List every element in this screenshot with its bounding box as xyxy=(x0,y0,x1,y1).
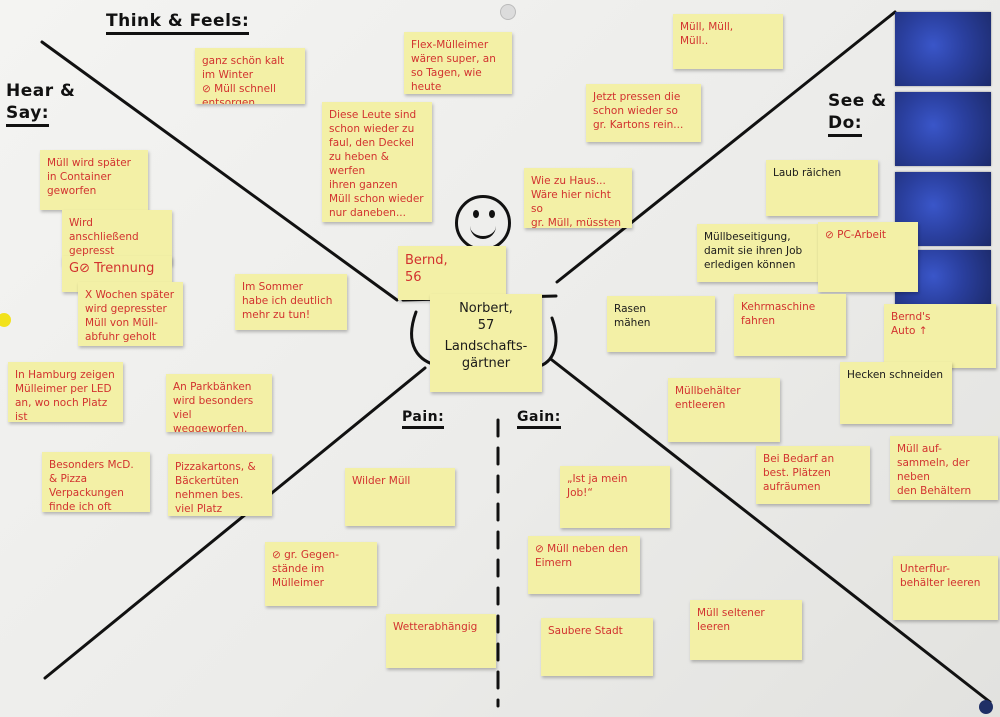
note-persona-norbert: Norbert, 57 Landschafts- gärtner xyxy=(430,294,542,392)
note-see-5: Kehrmaschine fahren xyxy=(734,294,846,356)
note-see-11: Unterflur- behälter leeren xyxy=(893,556,998,620)
note-hear-8: Besonders McD. & Pizza Verpackungen find… xyxy=(42,452,150,512)
note-hear-2: Wird anschließend gepresst xyxy=(62,210,172,265)
note-think-4: Jetzt pressen die schon wieder so gr. Ka… xyxy=(586,84,701,142)
note-gain-4: Müll seltener leeren xyxy=(690,600,802,660)
heading-gain: Gain: xyxy=(517,406,561,429)
note-see-9: Bei Bedarf an best. Plätzen aufräumen xyxy=(756,446,870,504)
note-think-5: Diese Leute sind schon wieder zu faul, d… xyxy=(322,102,432,222)
smiley-mouth xyxy=(470,220,496,239)
note-see-2: Müllbeseitigung, damit sie ihren Job erl… xyxy=(697,224,835,282)
smiley-right-eye xyxy=(489,210,495,218)
pin-bottom-right xyxy=(979,700,993,714)
smiley-face-icon xyxy=(455,195,511,251)
heading-pain: Pain: xyxy=(402,406,445,429)
heading-hear-say: Hear &Say: xyxy=(6,80,75,127)
note-hear-7: An Parkbänken wird besonders viel weggew… xyxy=(166,374,272,432)
photo-2 xyxy=(895,92,991,166)
note-hear-6: In Hamburg zeigen Mülleimer per LED an, … xyxy=(8,362,123,422)
note-see-6: Bernd's Auto ↑ xyxy=(884,304,996,368)
note-hear-5: Im Sommer habe ich deutlich mehr zu tun! xyxy=(235,274,347,330)
pin-left xyxy=(0,313,11,327)
note-think-6: Wie zu Haus... Wäre hier nicht so gr. Mü… xyxy=(524,168,632,228)
note-hear-1: Müll wird später in Container geworfen xyxy=(40,150,148,210)
note-gain-2: ⊘ Müll neben den Eimern xyxy=(528,536,640,594)
note-pain-3: Wetterabhängig xyxy=(386,614,496,668)
note-hear-9: Pizzakartons, & Bäckertüten nehmen bes. … xyxy=(168,454,272,516)
smiley-left-eye xyxy=(473,210,479,218)
note-think-2: Flex-Mülleimer wären super, an so Tagen,… xyxy=(404,32,512,94)
note-see-8: Müllbehälter entleeren xyxy=(668,378,780,442)
note-hear-4: X Wochen später wird gepresster Müll von… xyxy=(78,282,183,346)
note-think-3: Müll, Müll, Müll.. xyxy=(673,14,783,69)
note-gain-1: „Ist ja mein Job!“ xyxy=(560,466,670,528)
note-persona-bernd: Bernd, 56 xyxy=(398,246,506,300)
note-pain-2: ⊘ gr. Gegen- stände im Mülleimer xyxy=(265,542,377,606)
note-pain-1: Wilder Müll xyxy=(345,468,455,526)
note-see-10: Müll auf- sammeln, der neben den Behälte… xyxy=(890,436,998,500)
note-see-4: Rasen mähen xyxy=(607,296,715,352)
persona-name: Norbert, 57 xyxy=(459,301,513,333)
note-see-1: Laub räichen xyxy=(766,160,878,216)
note-see-3: ⊘ PC-Arbeit xyxy=(818,222,918,292)
note-think-1: ganz schön kalt im Winter ⊘ Müll schnell… xyxy=(195,48,305,104)
photo-1 xyxy=(895,12,991,86)
pin-top xyxy=(500,4,516,20)
persona-role: Landschafts- gärtner xyxy=(444,339,528,371)
note-gain-3: Saubere Stadt xyxy=(541,618,653,676)
heading-think-feels: Think & Feels: xyxy=(106,10,250,35)
heading-see-do: See &Do: xyxy=(828,90,887,137)
note-see-7: Hecken schneiden xyxy=(840,362,952,424)
